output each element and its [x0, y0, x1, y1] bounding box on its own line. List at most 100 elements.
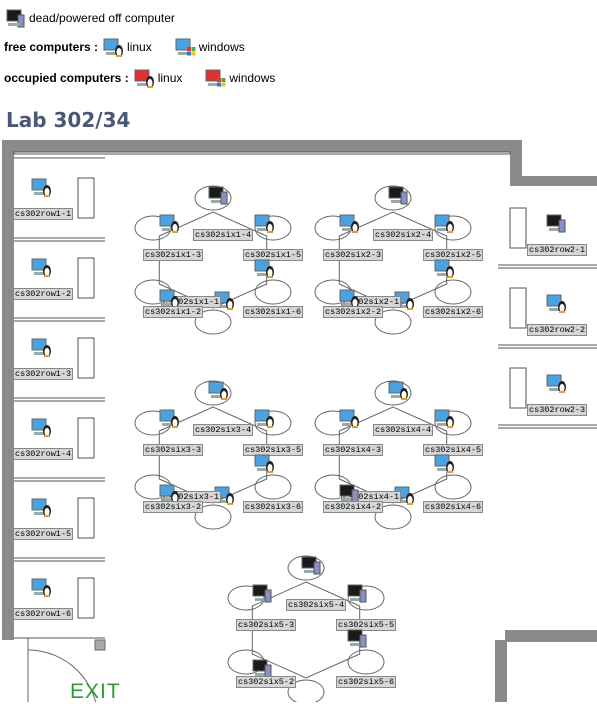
legend-occupied-linux-text: linux [157, 71, 183, 85]
dead-computer-icon[interactable] [346, 627, 368, 649]
computer-label[interactable]: cs302row1-2 [13, 288, 74, 300]
free-linux-computer-icon[interactable] [213, 484, 235, 506]
free-linux-computer-icon[interactable] [433, 212, 455, 234]
computer-label[interactable]: cs302six2-2 [323, 306, 384, 318]
free-linux-computer-icon[interactable] [338, 212, 360, 234]
chair [194, 185, 232, 211]
computer-label[interactable]: cs302six4-3 [323, 444, 384, 456]
free-linux-computer-icon[interactable] [393, 289, 415, 311]
free-linux-computer-icon[interactable] [253, 407, 275, 429]
computer-label[interactable]: cs302six1-3 [143, 249, 204, 261]
computer-label[interactable]: cs302row1-6 [13, 608, 74, 620]
dead-computer-icon[interactable] [387, 184, 409, 206]
computer-label[interactable]: cs302six5-2 [236, 676, 297, 688]
computer-label[interactable]: cs302six1-5 [243, 249, 304, 261]
computer-label[interactable]: cs302row2-3 [527, 404, 588, 416]
computer-label[interactable]: cs302six3-6 [243, 501, 304, 513]
chair [374, 504, 412, 530]
legend-occupied-windows-text: windows [229, 71, 276, 85]
legend-dead: dead/powered off computer [4, 6, 197, 30]
legend-free-label: free computers : [4, 40, 99, 54]
free-linux-computer-icon[interactable] [393, 484, 415, 506]
dead-computer-icon[interactable] [545, 212, 567, 234]
dead-computer-icon[interactable] [251, 582, 273, 604]
computer-label[interactable]: cs302six5-6 [336, 676, 397, 688]
chair [434, 410, 472, 436]
free-linux-computer-icon[interactable] [30, 256, 52, 278]
free-linux-computer-icon[interactable] [433, 407, 455, 429]
computer-label[interactable]: cs302six3-2 [143, 501, 204, 513]
computer-label[interactable]: cs302six4-5 [423, 444, 484, 456]
chair [434, 474, 472, 500]
computer-label[interactable]: cs302six4-6 [423, 501, 484, 513]
computer-label[interactable]: cs302six1-6 [243, 306, 304, 318]
free-windows-icon [174, 36, 196, 58]
computer-label[interactable]: cs302six1-2 [143, 306, 204, 318]
computer-label[interactable]: cs302six3-5 [243, 444, 304, 456]
computer-label[interactable]: cs302six3-4 [193, 424, 254, 436]
free-linux-computer-icon[interactable] [338, 407, 360, 429]
computer-label[interactable]: cs302six1-4 [193, 229, 254, 241]
legend-occupied: occupied computers : linux windows [4, 66, 297, 90]
chair [194, 504, 232, 530]
occupied-linux-icon [133, 67, 155, 89]
free-linux-icon [102, 36, 124, 58]
row1-carrels [14, 157, 105, 639]
chair [434, 279, 472, 305]
door [27, 638, 106, 702]
chair [254, 215, 292, 241]
computer-label[interactable]: cs302six2-5 [423, 249, 484, 261]
free-linux-computer-icon[interactable] [30, 416, 52, 438]
free-linux-computer-icon[interactable] [30, 336, 52, 358]
dead-computer-icon[interactable] [346, 582, 368, 604]
chair [347, 585, 385, 611]
free-linux-computer-icon[interactable] [433, 257, 455, 279]
computer-label[interactable]: cs302row2-1 [527, 244, 588, 256]
free-linux-computer-icon[interactable] [158, 407, 180, 429]
chair [194, 380, 232, 406]
computer-label[interactable]: cs302six5-3 [236, 619, 297, 631]
chair [374, 380, 412, 406]
exit-sign: EXIT [70, 680, 121, 703]
computer-label[interactable]: cs302row1-3 [13, 368, 74, 380]
chair [254, 410, 292, 436]
chair [374, 185, 412, 211]
legend-occupied-label: occupied computers : [4, 71, 129, 85]
chair [254, 474, 292, 500]
chair [434, 215, 472, 241]
computer-label[interactable]: cs302six2-6 [423, 306, 484, 318]
computer-label[interactable]: cs302six5-5 [336, 619, 397, 631]
computer-label[interactable]: cs302row1-4 [13, 448, 74, 460]
computer-label[interactable]: cs302row1-1 [13, 208, 74, 220]
chair [287, 555, 325, 581]
computer-label[interactable]: cs302six5-4 [286, 599, 347, 611]
computer-label[interactable]: cs302six4-4 [373, 424, 434, 436]
dead-computer-icon[interactable] [207, 184, 229, 206]
chair [194, 309, 232, 335]
row2-carrels [498, 207, 597, 429]
free-linux-computer-icon[interactable] [387, 379, 409, 401]
free-linux-computer-icon[interactable] [158, 482, 180, 504]
dead-computer-icon[interactable] [300, 554, 322, 576]
free-linux-computer-icon[interactable] [545, 372, 567, 394]
free-linux-computer-icon[interactable] [545, 292, 567, 314]
free-linux-computer-icon[interactable] [253, 212, 275, 234]
computer-label[interactable]: cs302six4-2 [323, 501, 384, 513]
free-linux-computer-icon[interactable] [30, 176, 52, 198]
chair [347, 649, 385, 675]
computer-label[interactable]: cs302row2-2 [527, 324, 588, 336]
free-linux-computer-icon[interactable] [207, 379, 229, 401]
legend-dead-text: dead/powered off computer [29, 11, 175, 25]
computer-label[interactable]: cs302six2-3 [323, 249, 384, 261]
free-linux-computer-icon[interactable] [30, 496, 52, 518]
computer-label[interactable]: cs302row1-5 [13, 528, 74, 540]
computer-label[interactable]: cs302six3-3 [143, 444, 204, 456]
computer-label[interactable]: cs302six2-4 [373, 229, 434, 241]
free-linux-computer-icon[interactable] [433, 452, 455, 474]
free-linux-computer-icon[interactable] [30, 576, 52, 598]
free-linux-computer-icon[interactable] [158, 212, 180, 234]
chair [287, 679, 325, 702]
legend-free-linux-text: linux [127, 40, 152, 54]
free-linux-computer-icon[interactable] [253, 257, 275, 279]
free-linux-computer-icon[interactable] [253, 452, 275, 474]
